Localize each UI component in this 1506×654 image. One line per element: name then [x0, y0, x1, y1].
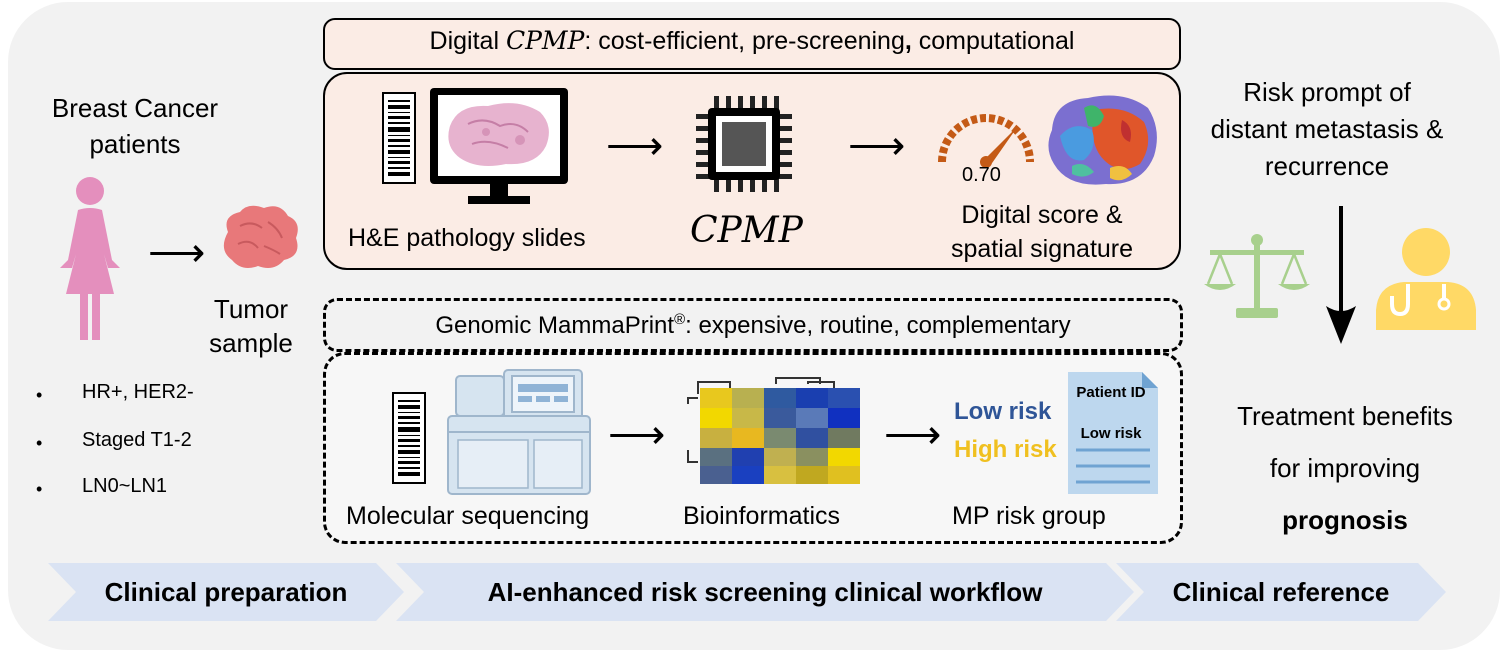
digital-header-brand: CPMP — [505, 26, 585, 55]
benefit-line1: Treatment benefits — [1237, 401, 1453, 431]
down-arrow-icon — [1326, 206, 1356, 344]
bullet-1: • — [36, 385, 43, 405]
barcode-icon — [382, 92, 416, 184]
tumor-icon — [223, 205, 298, 268]
slides-label: H&E pathology slides — [348, 224, 586, 252]
score-label: Digital score & spatial signature — [922, 198, 1162, 266]
criteria-item: LN0~LN1 — [82, 475, 168, 497]
patients-title-line2: patients — [89, 129, 181, 159]
digital-header-prefix: Digital — [429, 27, 506, 55]
registered-mark: ® — [674, 311, 686, 328]
genomic-header-prefix: Genomic MammaPrint — [435, 312, 675, 339]
high-risk-label: High risk — [954, 436, 1057, 463]
digital-header-comma: , — [904, 27, 912, 55]
genomic-header-box — [323, 298, 1183, 352]
patient-card-title: Patient ID — [1076, 384, 1146, 401]
criteria-item: HR+, HER2- — [82, 381, 194, 403]
sequencer-icon — [447, 369, 591, 495]
stage-arrow-risk-screening — [396, 563, 1134, 621]
balance-scale-icon — [1204, 234, 1310, 318]
risk-prompt-line1: Risk prompt of — [1243, 77, 1411, 107]
bioinformatics-label: Bioinformatics — [683, 502, 840, 530]
risk-prompt-line2: distant metastasis & — [1210, 114, 1444, 144]
patient-icon — [60, 177, 120, 340]
tumor-label: Tumor sample — [196, 292, 306, 360]
stage-label-clinical-reference: Clinical reference — [1172, 577, 1390, 607]
patient-card-icon — [1068, 372, 1158, 494]
arrow-sequencing-to-bioinfo: ⟶ — [608, 413, 666, 457]
heatmap-icon — [687, 377, 860, 484]
genomic-header-suffix: : expensive, routine, complementary — [685, 312, 1071, 339]
cpmp-label: CPMP — [690, 210, 803, 251]
stage-arrow-clinical-preparation — [48, 563, 404, 621]
patient-card-value: Low risk — [1080, 425, 1142, 442]
criteria-item: Staged T1-2 — [82, 429, 192, 451]
risk-prompt-text: Risk prompt of distant metastasis & recu… — [1196, 74, 1458, 185]
genomic-header: Genomic MammaPrint®: expensive, routine,… — [323, 311, 1183, 340]
doctor-icon — [1376, 228, 1476, 330]
score-value: 0.70 — [962, 164, 1001, 186]
arrow-bioinfo-to-risk: ⟶ — [884, 413, 942, 457]
mp-risk-group-label: MP risk group — [952, 502, 1106, 530]
gauge-icon — [938, 114, 1034, 168]
arrow-slides-to-cpmp: ⟶ — [606, 124, 664, 168]
barcode-icon — [392, 392, 426, 484]
risk-prompt-line3: recurrence — [1264, 151, 1390, 181]
monitor-slide-icon — [430, 88, 568, 204]
bullet-2: • — [36, 433, 43, 453]
arrow-patient-to-tumor: ⟶ — [148, 231, 206, 275]
patients-title-line1: Breast Cancer — [51, 93, 219, 123]
tumor-label-line1: Tumor — [213, 294, 289, 324]
low-risk-label: Low risk — [954, 398, 1052, 425]
stage-label-clinical-preparation: Clinical preparation — [104, 577, 348, 607]
digital-header-suffix: : cost-efficient, pre-screening — [584, 27, 905, 55]
treatment-benefits-text: Treatment benefits for improving prognos… — [1210, 390, 1480, 546]
benefit-line3: prognosis — [1282, 505, 1408, 535]
chip-icon — [696, 96, 792, 192]
score-label-line1: Digital score & — [961, 201, 1123, 229]
spatial-signature-map — [1048, 95, 1157, 185]
digital-header: Digital CPMP: cost-efficient, pre-screen… — [323, 26, 1181, 56]
sequencing-label: Molecular sequencing — [346, 502, 590, 530]
arrow-cpmp-to-score: ⟶ — [848, 124, 906, 168]
patients-title: Breast Cancer patients — [30, 90, 240, 162]
bullet-3: • — [36, 479, 43, 499]
stage-arrow-clinical-reference — [1116, 563, 1446, 621]
tumor-label-line2: sample — [209, 328, 293, 358]
stage-label-risk-screening: AI-enhanced risk screening clinical work… — [487, 577, 1043, 607]
benefit-line2: for improving — [1269, 453, 1421, 483]
digital-header-end: computational — [911, 27, 1075, 55]
score-label-line2: spatial signature — [950, 235, 1134, 263]
digital-header-box — [323, 18, 1181, 70]
